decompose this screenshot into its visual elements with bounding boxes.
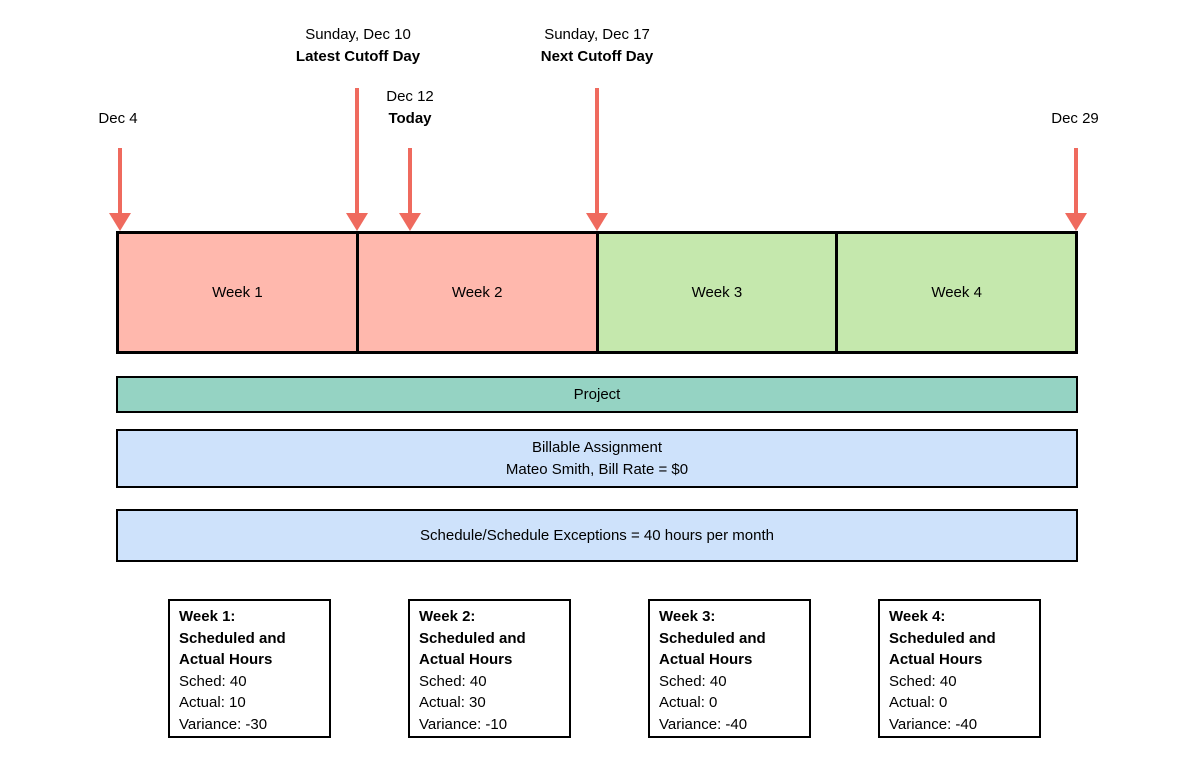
- week-2-stats-box: Week 2: Scheduled and Actual Hours Sched…: [408, 599, 571, 738]
- week-1-stats-box: Week 1: Scheduled and Actual Hours Sched…: [168, 599, 331, 738]
- schedule-bar: Schedule/Schedule Exceptions = 40 hours …: [116, 509, 1078, 562]
- box-title-line: Scheduled and: [659, 629, 766, 647]
- project-bar: Project: [116, 376, 1078, 413]
- week-label: Week 2: [451, 284, 503, 301]
- box-title-line: Actual Hours: [419, 651, 513, 668]
- box-title-line: Actual Hours: [659, 651, 753, 668]
- box-title-line: Week 4:: [889, 608, 946, 625]
- down-arrow-icon-dec29: [1065, 148, 1087, 231]
- assignment-detail: Mateo Smith, Bill Rate = $0: [505, 460, 689, 478]
- box-title-line: Week 2:: [419, 608, 476, 625]
- actual-hours: Actual: 10: [179, 694, 246, 711]
- box-title-line: Actual Hours: [179, 651, 273, 668]
- scheduled-hours: Sched: 40: [179, 672, 247, 690]
- variance-hours: Variance: -10: [419, 715, 508, 733]
- project-bar-label: Project: [573, 385, 621, 403]
- annotation-period-end: Dec 29: [1015, 108, 1135, 130]
- scheduled-hours: Sched: 40: [659, 672, 727, 690]
- arrow-line: [1074, 148, 1078, 217]
- week-4-stats-box: Week 4: Scheduled and Actual Hours Sched…: [878, 599, 1041, 738]
- annotation-date: Sunday, Dec 10: [305, 26, 411, 43]
- box-title-line: Actual Hours: [889, 651, 983, 668]
- box-title-line: Scheduled and: [889, 629, 996, 647]
- box-title-line: Week 3:: [659, 608, 716, 625]
- arrow-line: [595, 88, 599, 217]
- box-title-line: Scheduled and: [419, 629, 526, 647]
- week-label: Week 3: [691, 284, 743, 301]
- down-arrow-icon-dec10: [346, 88, 368, 231]
- box-title-line: Week 1:: [179, 608, 236, 625]
- annotation-next-cutoff: Sunday, Dec 17 Next Cutoff Day: [477, 24, 717, 68]
- assignment-title: Billable Assignment: [531, 438, 663, 456]
- annotation-date: Sunday, Dec 17: [544, 26, 650, 43]
- arrow-head: [1065, 213, 1087, 231]
- annotation-period-start: Dec 4: [58, 108, 178, 130]
- week-4-cell: Week 4: [838, 234, 1075, 351]
- actual-hours: Actual: 0: [659, 694, 718, 711]
- annotation-date: Dec 4: [98, 110, 138, 127]
- arrow-head: [399, 213, 421, 231]
- variance-hours: Variance: -40: [659, 715, 748, 733]
- week-1-cell: Week 1: [119, 234, 359, 351]
- week-label: Week 1: [212, 284, 263, 301]
- billable-assignment-bar: Billable Assignment Mateo Smith, Bill Ra…: [116, 429, 1078, 488]
- down-arrow-icon-dec12: [399, 148, 421, 231]
- annotation-label: Next Cutoff Day: [540, 48, 654, 65]
- actual-hours: Actual: 30: [419, 694, 486, 711]
- arrow-line: [118, 148, 122, 217]
- annotation-date: Dec 12: [386, 88, 434, 105]
- schedule-bar-label: Schedule/Schedule Exceptions = 40 hours …: [420, 526, 774, 544]
- down-arrow-icon-dec4: [109, 148, 131, 231]
- annotation-date: Dec 29: [1051, 110, 1099, 127]
- annotation-label: Latest Cutoff Day: [295, 48, 421, 65]
- arrow-line: [408, 148, 412, 217]
- arrow-head: [586, 213, 608, 231]
- week-2-cell: Week 2: [358, 234, 599, 351]
- week-3-stats-box: Week 3: Scheduled and Actual Hours Sched…: [648, 599, 811, 738]
- variance-hours: Variance: -30: [179, 715, 268, 733]
- down-arrow-icon-dec17: [586, 88, 608, 231]
- week-label: Week 4: [931, 284, 982, 301]
- arrow-line: [355, 88, 359, 217]
- annotation-label: Today: [388, 110, 432, 127]
- annotation-today: Dec 12 Today: [330, 86, 490, 130]
- variance-hours: Variance: -40: [889, 715, 978, 733]
- arrow-head: [346, 213, 368, 231]
- annotation-latest-cutoff: Sunday, Dec 10 Latest Cutoff Day: [238, 24, 478, 68]
- actual-hours: Actual: 0: [889, 694, 948, 711]
- week-timeline-bar: Week 1 Week 2 Week 3 Week 4: [116, 231, 1078, 354]
- box-title-line: Scheduled and: [179, 629, 286, 647]
- week-3-cell: Week 3: [598, 234, 839, 351]
- scheduled-hours: Sched: 40: [419, 672, 487, 690]
- arrow-head: [109, 213, 131, 231]
- scheduled-hours: Sched: 40: [889, 672, 957, 690]
